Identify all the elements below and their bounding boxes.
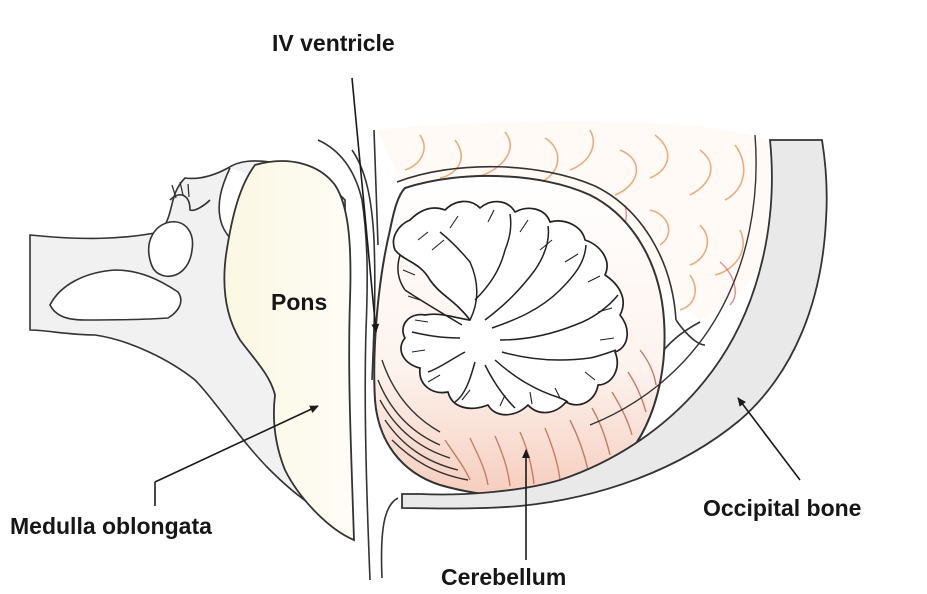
iv-ventricle-label: IV ventricle xyxy=(272,32,395,55)
iv-ventricle-arrow xyxy=(352,78,376,332)
medulla-oblongata-label: Medulla oblongata xyxy=(10,515,212,538)
cerebellum-label: Cerebellum xyxy=(441,566,566,589)
occipital-bone-label: Occipital bone xyxy=(703,497,861,520)
occipital-arrow xyxy=(738,398,800,480)
pons-label: Pons xyxy=(271,291,327,314)
